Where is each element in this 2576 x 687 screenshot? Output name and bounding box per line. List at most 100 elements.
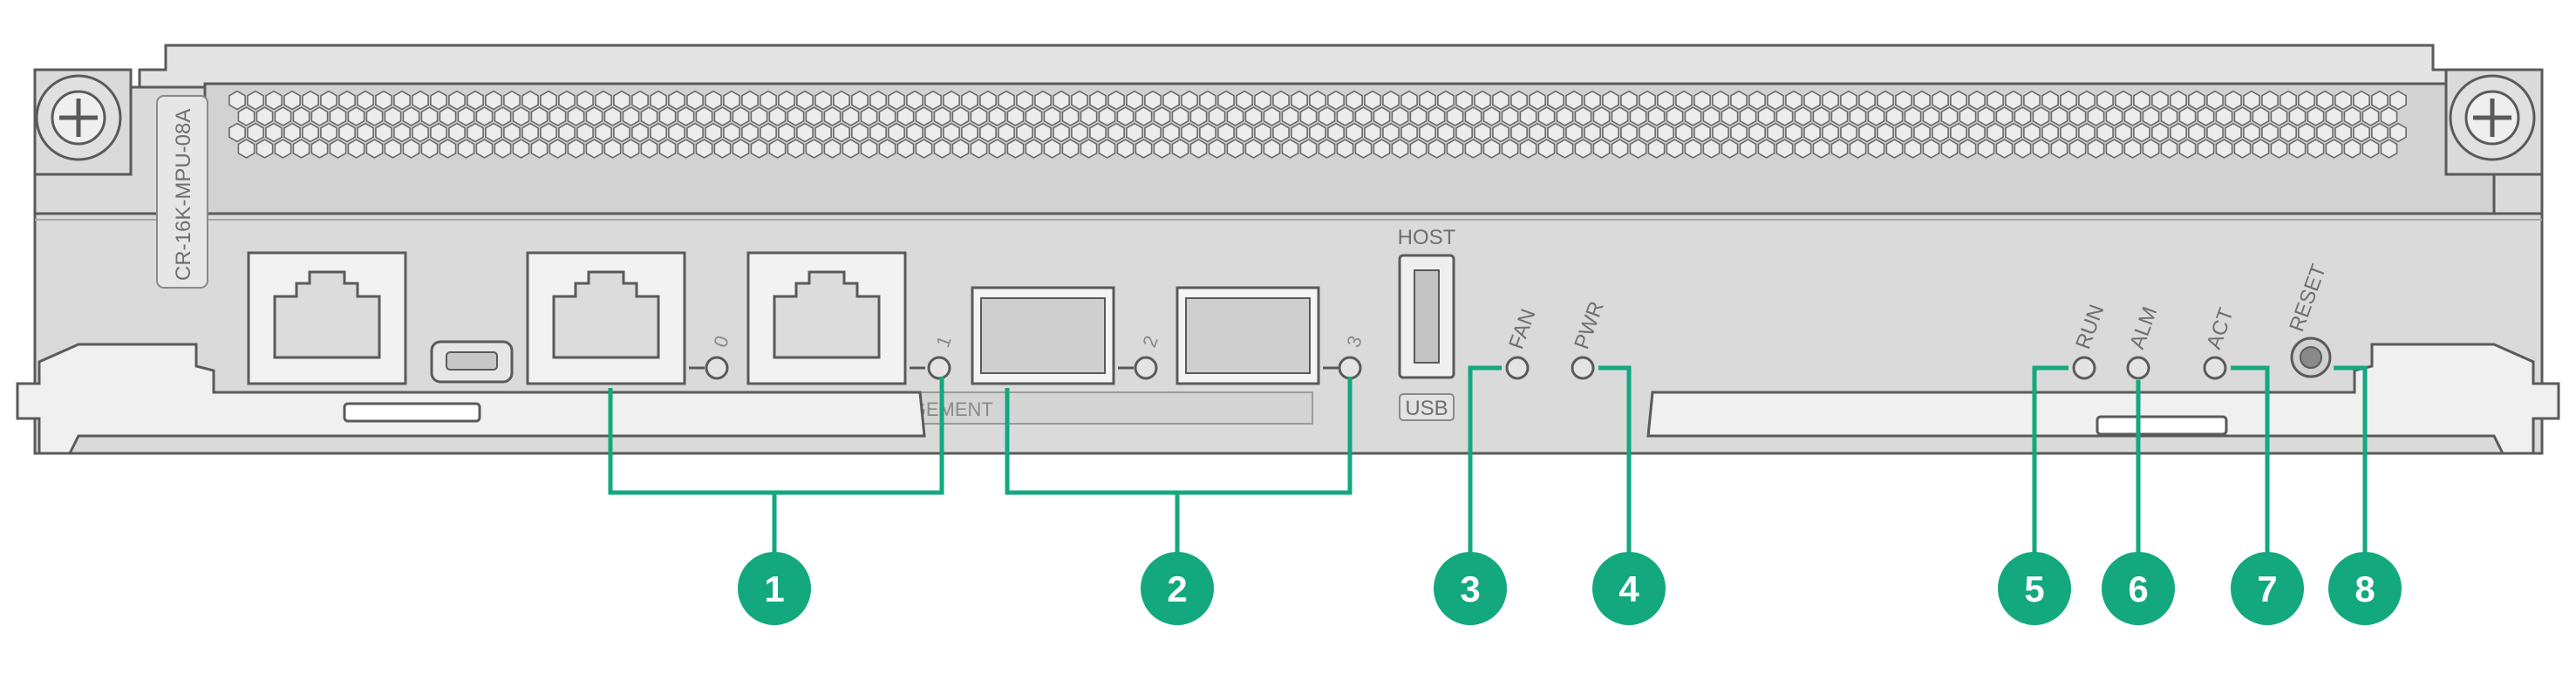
vent-hole xyxy=(1730,90,1748,111)
vent-hole xyxy=(1419,90,1436,111)
vent-hole xyxy=(1611,139,1629,159)
vent-hole xyxy=(1812,106,1830,126)
vent-hole xyxy=(924,122,942,143)
vent-hole xyxy=(1309,122,1326,143)
vent-hole xyxy=(549,139,567,159)
vent-hole xyxy=(1291,90,1308,111)
vent-hole xyxy=(283,122,301,143)
vent-hole xyxy=(439,106,457,126)
vent-hole xyxy=(2225,122,2242,143)
vent-hole xyxy=(1913,90,1931,111)
vent-hole xyxy=(2280,122,2297,143)
vent-hole xyxy=(2371,90,2389,111)
management-port-1[interactable] xyxy=(746,251,907,385)
host-label: HOST xyxy=(1398,226,1456,249)
left-ejector-handle[interactable] xyxy=(16,343,926,455)
vent-hole xyxy=(2096,122,2114,143)
callout-8-number: 8 xyxy=(2355,568,2375,609)
vent-hole xyxy=(265,122,283,143)
callout-leaders xyxy=(608,365,2368,554)
management-port-0[interactable] xyxy=(526,251,686,385)
vent-hole xyxy=(1547,122,1564,143)
vent-hole xyxy=(1775,139,1794,159)
console-port[interactable] xyxy=(247,251,407,385)
leader-4 xyxy=(1598,365,1632,554)
vent-hole xyxy=(1822,90,1839,111)
vent-hole xyxy=(1501,139,1519,159)
vent-hole xyxy=(1647,106,1666,126)
vent-hole xyxy=(1940,106,1959,126)
vent-hole xyxy=(320,122,337,143)
vent-hole xyxy=(2334,122,2352,143)
vent-hole xyxy=(1840,90,1857,111)
vent-hole xyxy=(768,106,787,126)
vent-hole xyxy=(2280,90,2297,111)
vent-hole xyxy=(1098,139,1116,159)
vent-hole xyxy=(1885,139,1904,159)
vent-hole xyxy=(2261,90,2279,111)
vent-hole xyxy=(1281,139,1299,159)
vent-hole xyxy=(943,122,960,143)
reset-button[interactable] xyxy=(2290,337,2332,378)
vent-hole xyxy=(1721,139,1739,159)
callout-4: 4 xyxy=(1592,552,1666,625)
vent-hole xyxy=(2041,122,2059,143)
vent-hole xyxy=(1189,139,1208,159)
vent-hole xyxy=(695,139,713,159)
vent-hole xyxy=(1446,139,1464,159)
vent-hole xyxy=(420,139,439,159)
vent-hole xyxy=(1346,90,1363,111)
vent-hole xyxy=(567,106,585,126)
vent-hole xyxy=(951,106,970,126)
sfp-port-2[interactable] xyxy=(971,286,1115,385)
vent-hole xyxy=(1858,90,1876,111)
vent-hole xyxy=(2133,122,2150,143)
callout-7-number: 7 xyxy=(2257,568,2277,609)
model-label: CR-16K-MPU-08A xyxy=(156,95,208,289)
vent-hole xyxy=(228,90,246,111)
vent-hole xyxy=(2353,122,2370,143)
vent-hole xyxy=(658,106,677,126)
vent-hole xyxy=(1107,122,1125,143)
vent-hole xyxy=(1409,139,1428,159)
vent-hole xyxy=(2032,139,2050,159)
sfp-port-3[interactable] xyxy=(1176,286,1320,385)
vent-hole xyxy=(274,106,292,126)
vent-hole xyxy=(1482,139,1501,159)
vent-hole xyxy=(503,122,521,143)
vent-hole xyxy=(2014,106,2032,126)
vent-hole xyxy=(256,106,274,126)
vent-hole xyxy=(768,139,787,159)
vent-hole xyxy=(1217,122,1235,143)
mini-usb-port[interactable] xyxy=(430,340,514,384)
vent-hole xyxy=(695,106,713,126)
host-usb-port[interactable] xyxy=(1398,254,1455,379)
vent-hole xyxy=(1053,122,1070,143)
vent-hole xyxy=(2206,122,2224,143)
vent-hole xyxy=(1757,106,1775,126)
vent-hole xyxy=(2380,139,2398,159)
vent-hole xyxy=(1620,90,1638,111)
vent-hole xyxy=(1767,90,1784,111)
vent-hole xyxy=(1428,106,1446,126)
vent-hole xyxy=(430,122,447,143)
vent-hole xyxy=(595,90,612,111)
vent-hole xyxy=(2307,139,2325,159)
vent-hole xyxy=(713,106,732,126)
vent-hole xyxy=(778,90,795,111)
vent-hole xyxy=(1373,139,1391,159)
vent-hole xyxy=(521,122,539,143)
vent-hole xyxy=(640,106,658,126)
vent-hole xyxy=(1226,106,1244,126)
vent-hole xyxy=(860,106,878,126)
vent-hole xyxy=(1592,139,1611,159)
vent-hole xyxy=(1144,90,1162,111)
vent-hole xyxy=(1107,90,1125,111)
vent-hole xyxy=(1922,106,1940,126)
right-ejector-handle[interactable] xyxy=(1646,343,2560,455)
vent-hole xyxy=(1034,122,1052,143)
vent-hole xyxy=(1236,122,1253,143)
vent-hole xyxy=(2170,90,2187,111)
vent-hole xyxy=(796,90,814,111)
vent-hole xyxy=(1501,106,1519,126)
